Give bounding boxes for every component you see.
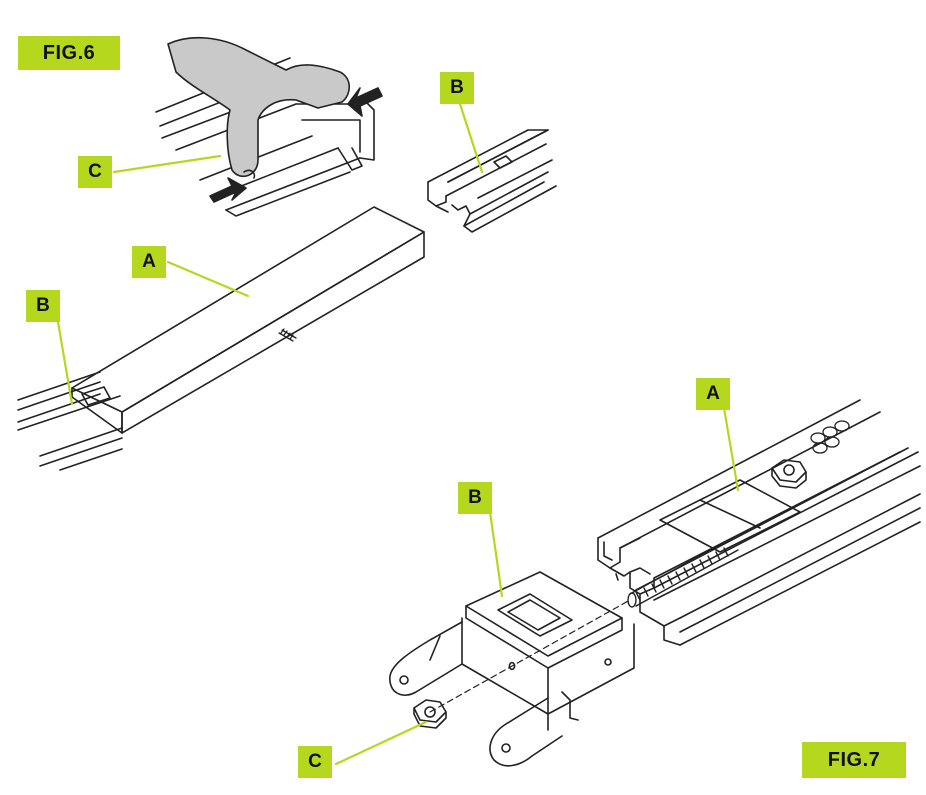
leader-fig6-c bbox=[112, 154, 222, 174]
fig7-label-a: A bbox=[696, 378, 730, 410]
leader-fig7-c bbox=[334, 720, 428, 766]
leader-fig7-b bbox=[488, 510, 504, 598]
fig7-chain bbox=[810, 420, 850, 454]
fig6-screw bbox=[278, 328, 297, 342]
fig7-label-c: C bbox=[298, 746, 332, 778]
fig6-hand bbox=[167, 36, 351, 179]
leader-fig6-b-left bbox=[56, 320, 74, 406]
fig7-threaded-rod bbox=[627, 537, 739, 608]
fig7-alignment-line bbox=[429, 599, 631, 713]
fig6-rail-left bbox=[17, 371, 123, 471]
fig7-label-b: B bbox=[458, 482, 492, 514]
leader-fig6-b-right bbox=[458, 102, 484, 174]
fig6-squeeze-arrows bbox=[209, 87, 383, 203]
fig6-label-b-left: B bbox=[26, 290, 60, 322]
fig7-top-nut bbox=[771, 459, 807, 489]
fig7-title: FIG.7 bbox=[802, 742, 906, 778]
leader-fig6-a bbox=[166, 260, 250, 298]
fig7-rail bbox=[597, 399, 921, 646]
fig6-rail-right bbox=[427, 129, 557, 233]
fig7-nut bbox=[413, 699, 447, 729]
fig6-label-b-right: B bbox=[440, 72, 474, 104]
fig7-bracket bbox=[389, 571, 635, 767]
leader-fig7-a bbox=[722, 406, 740, 492]
fig6-label-a: A bbox=[132, 246, 166, 278]
fig6-sleeve bbox=[71, 206, 425, 434]
fig6-label-c: C bbox=[78, 156, 112, 188]
fig6-title: FIG.6 bbox=[18, 36, 120, 70]
